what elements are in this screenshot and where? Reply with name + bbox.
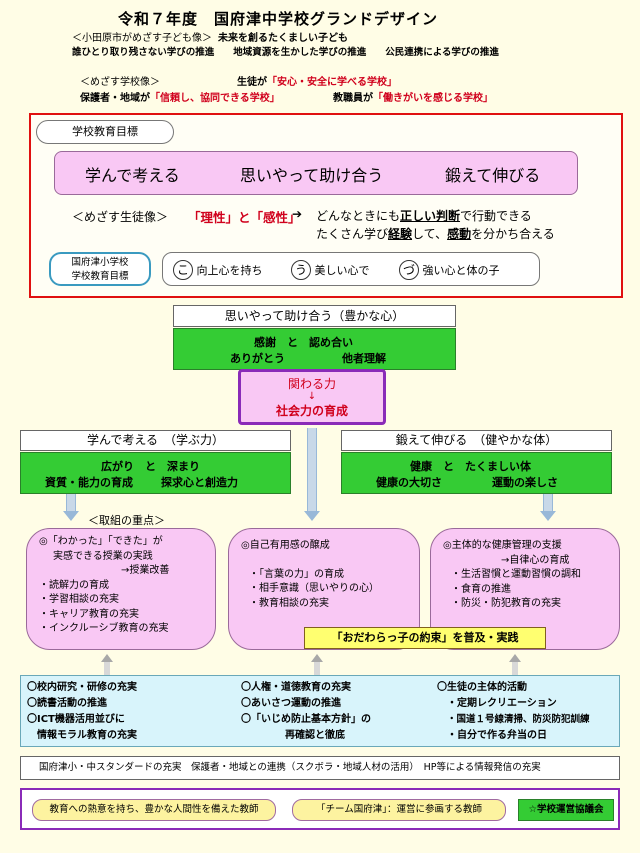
goals-label: 学校教育目標 bbox=[36, 120, 174, 144]
activities-col2: 〇人権・道徳教育の充実 〇あいさつ運動の推進 〇「いじめ防止基本方針」の 再確認… bbox=[241, 682, 371, 741]
student-ideal-line1: どんなときにも正しい判断で行動できる bbox=[316, 209, 532, 223]
elementary-goal-item: こ 向上心を持ち bbox=[173, 260, 263, 280]
student-ideal-value: 「理性」と「感性」 bbox=[188, 210, 301, 225]
teachers-frame: 教育への熱意を持ち、豊かな人間性を備えた教師 「チーム国府津」：運営に参画する教… bbox=[20, 788, 620, 830]
arrow-shaft bbox=[314, 661, 320, 675]
teacher-ideal-1: 教育への熱意を持ち、豊かな人間性を備えた教師 bbox=[32, 799, 276, 821]
arrow-shaft bbox=[66, 494, 76, 512]
down-arrow-icon bbox=[540, 511, 556, 521]
omoiyari-title: 思いやって助け合う（豊かな心） bbox=[173, 305, 456, 327]
city-policies: 誰ひとり取り残さない学びの推進 地域資源を生かした学びの推進 公民連携による学び… bbox=[72, 47, 499, 58]
arrow-shaft bbox=[543, 494, 553, 512]
kitaete-box: 健康 と たくましい体 健康の大切さ 運動の楽しさ bbox=[341, 452, 612, 494]
elementary-goals-label: 国府津小学校 学校教育目標 bbox=[49, 252, 151, 286]
kitaete-title: 鍛えて伸びる （健やかな体） bbox=[341, 430, 612, 451]
up-arrow-icon bbox=[311, 654, 323, 662]
page-title: 令和７年度 国府津中学校グランドデザイン bbox=[118, 10, 439, 28]
goal-item: 思いやって助け合う bbox=[240, 166, 384, 185]
elementary-goal-item: う 美しい心で bbox=[291, 260, 370, 280]
manabu-box: 広がり と 深まり 資質・能力の育成 探求心と創造力 bbox=[20, 452, 291, 494]
arrow-shaft bbox=[104, 661, 110, 675]
elementary-goal-item: づ 強い心と体の子 bbox=[399, 260, 500, 280]
promise-box: 「おだわらっ子の約束」を普及・実践 bbox=[304, 627, 546, 649]
activities-col3: 〇生徒の主体的活動 ・定期レクリエーション ・国道１号線清掃、防災防犯訓練 ・自… bbox=[437, 682, 590, 741]
teacher-ideal-2: 「チーム国府津」：運営に参画する教師 bbox=[292, 799, 506, 821]
vision-teachers: 教職員が「働きがいを感じる学校」 bbox=[333, 93, 493, 104]
goal-item: 学んで考える bbox=[85, 166, 180, 185]
standard-bar: 国府津小・中スタンダードの充実 保護者・地域との連携（スクボラ・地域人材の活用）… bbox=[20, 756, 620, 780]
city-vision: ＜小田原市がめざす子ども像＞未来を創るたくましい子ども bbox=[72, 33, 348, 44]
elementary-goals: こ 向上心を持ち う 美しい心で づ 強い心と体の子 bbox=[162, 252, 540, 286]
down-arrow-icon bbox=[304, 511, 320, 521]
up-arrow-icon bbox=[101, 654, 113, 662]
activities-col1: 〇校内研究・研修の充実 〇読書活動の推進 〇ICT機器活用並びに 情報モラル教育… bbox=[27, 682, 137, 741]
vision-parents: 保護者・地域が「信頼し、協同できる学校」 bbox=[80, 93, 280, 104]
up-arrow-icon bbox=[509, 654, 521, 662]
school-vision-label: ＜めざす学校像＞ bbox=[80, 77, 160, 88]
vision-students: 生徒が「安心・安全に学べる学校」 bbox=[237, 77, 397, 88]
student-ideal-line2: たくさん学び経験して、感動を分かち合える bbox=[316, 227, 555, 241]
manabu-title: 学んで考える （学ぶ力） bbox=[20, 430, 291, 451]
focus-label: ＜取組の重点＞ bbox=[88, 514, 165, 527]
activities-box: 〇校内研究・研修の充実 〇読書活動の推進 〇ICT機器活用並びに 情報モラル教育… bbox=[20, 675, 620, 747]
omoiyari-box: 感謝 と 認め合い ありがとう 他者理解 bbox=[173, 328, 456, 370]
focus-left-bubble: ◎「わかった」「できた」が 実感できる授業の実践 →授業改善 ・読解力の育成 ・… bbox=[26, 528, 216, 650]
goal-item: 鍛えて伸びる bbox=[445, 166, 541, 185]
goals-banner: 学んで考える 思いやって助け合う 鍛えて伸びる bbox=[54, 151, 578, 195]
arrow-shaft bbox=[512, 661, 518, 675]
social-power-box: 関わる力 ↓ 社会力の育成 bbox=[238, 369, 386, 425]
arrow-icon: ➔ bbox=[292, 207, 303, 221]
council-badge: ☆学校運営協議会 bbox=[518, 799, 614, 821]
down-arrow-icon bbox=[63, 511, 79, 521]
student-ideal-label: ＜めざす生徒像＞ bbox=[72, 210, 169, 224]
arrow-shaft bbox=[307, 428, 317, 512]
